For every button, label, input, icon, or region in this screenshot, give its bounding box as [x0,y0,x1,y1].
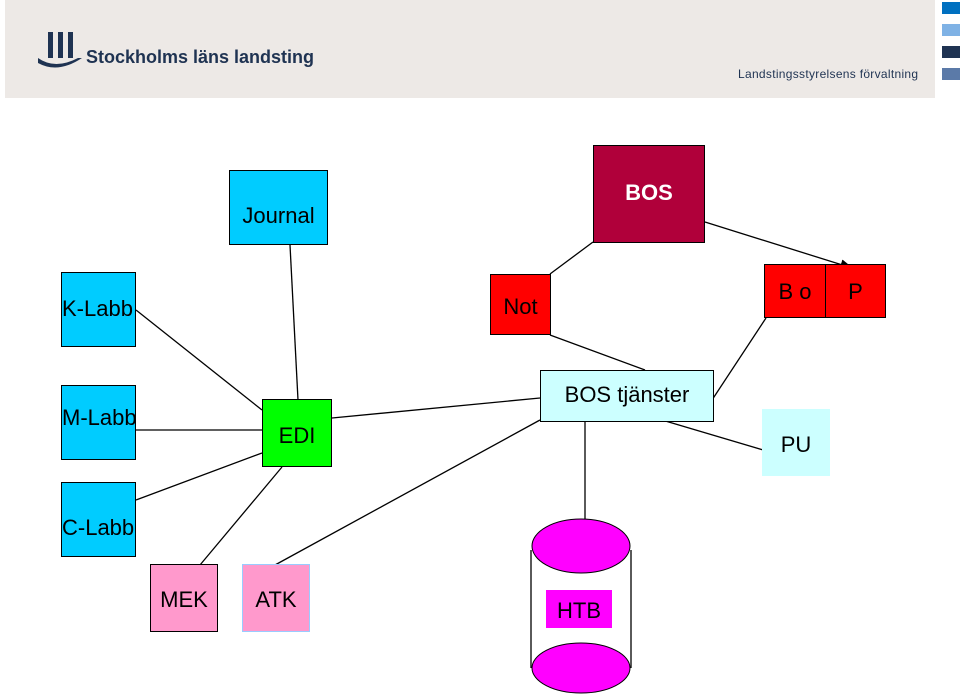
organization-name: Stockholms läns landsting [86,47,315,67]
mek-node[interactable]: MEK [150,564,218,632]
header-bar [5,0,935,98]
link-klabb-edi [135,309,263,411]
link-journal-edi [289,244,299,401]
atk-node[interactable]: ATK [242,564,310,632]
journal-node[interactable]: Journal [229,170,328,245]
not-node[interactable]: Not [490,274,551,335]
decor-square-3 [942,46,960,58]
link-bos-bop [704,221,854,270]
pu-node[interactable]: PU [762,409,830,476]
htb-cylinder-icon[interactable] [527,518,637,694]
link-edi-mek [199,466,283,566]
edi-node[interactable]: EDI [262,399,332,467]
link-atk-bostjanster [274,419,541,566]
decor-square-1 [942,2,960,14]
c-labb-node[interactable]: C-Labb [61,482,136,557]
htb-label: HTB [546,590,612,628]
bos-tjanster-node[interactable]: BOS tjänster [540,370,714,422]
p-node[interactable]: P [825,264,886,318]
decor-square-2 [942,24,960,36]
link-bop-bostjanster [711,317,767,401]
link-edi-bostjanster [331,397,541,419]
link-not-bos [549,241,594,275]
decor-square-4 [942,68,960,80]
link-bostjanster-pu [661,419,771,453]
m-labb-node[interactable]: M-Labb [61,385,137,460]
link-not-bostjanster [549,334,646,371]
k-labb-node[interactable]: K-Labb [61,272,136,347]
bos-node[interactable]: BOS [593,145,705,243]
bo-node[interactable]: B o [764,264,826,318]
department-name: Landstingsstyrelsens förvaltning [738,67,919,81]
link-clabb-edi [135,452,263,501]
sll-logo-icon [38,32,82,68]
